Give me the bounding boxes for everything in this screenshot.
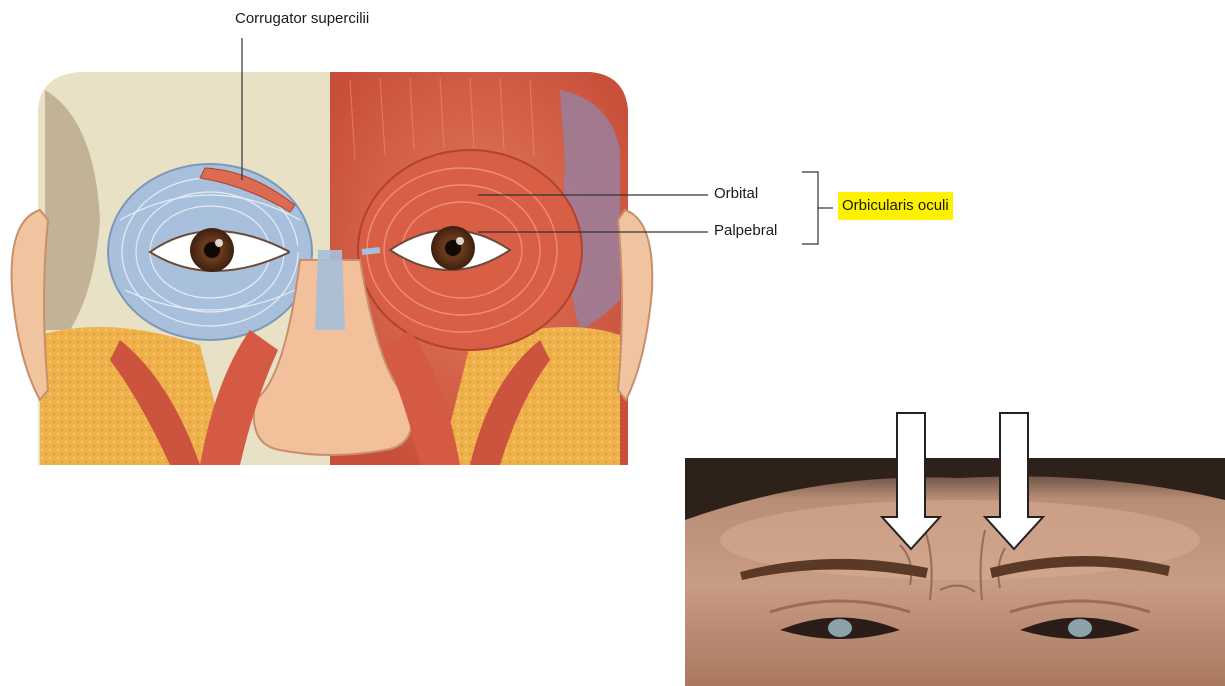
bracket (802, 172, 818, 244)
right-ear (618, 210, 652, 400)
label-palpebral: Palpebral (714, 222, 777, 239)
left-ear (12, 210, 48, 400)
label-orbital: Orbital (714, 185, 758, 202)
label-corrugator-supercilii: Corrugator supercilii (235, 10, 369, 27)
anatomy-illustration (12, 72, 653, 465)
label-orbicularis-oculi: Orbicularis oculi (838, 192, 953, 220)
frown-photo (685, 458, 1225, 686)
